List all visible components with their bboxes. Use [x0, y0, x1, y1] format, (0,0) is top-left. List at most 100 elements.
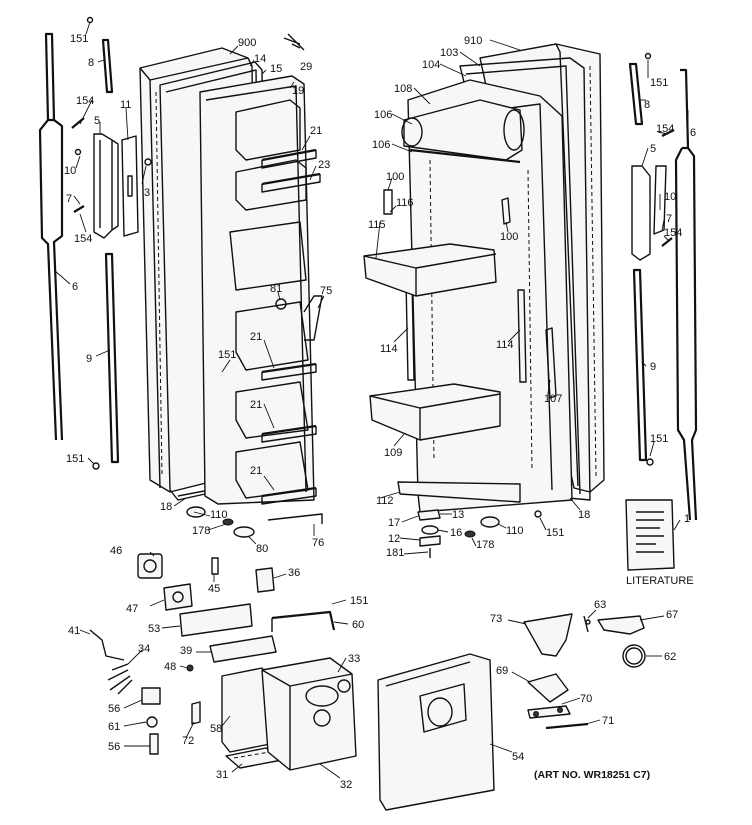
label-56: 56 [108, 741, 120, 753]
label-12: 12 [388, 533, 400, 545]
label-151: 151 [218, 349, 236, 361]
label-109: 109 [384, 447, 402, 459]
literature-booklet [625, 499, 675, 571]
label-75: 75 [320, 285, 332, 297]
label-100: 100 [500, 231, 518, 243]
label-10: 10 [664, 191, 676, 203]
label-21: 21 [250, 465, 262, 477]
label-21: 21 [310, 125, 322, 137]
label-81: 81 [270, 283, 282, 295]
label-115: 115 [368, 219, 386, 231]
label-110: 110 [506, 525, 524, 537]
label-45: 45 [208, 583, 220, 595]
label-151: 151 [546, 527, 564, 539]
label-112: 112 [376, 495, 394, 507]
label-3: 3 [144, 187, 150, 199]
label-7: 7 [66, 193, 72, 205]
label-151: 151 [66, 453, 84, 465]
label-151: 151 [350, 595, 368, 607]
label-14: 14 [254, 53, 266, 65]
label-54: 54 [512, 751, 524, 763]
label-16: 16 [450, 527, 462, 539]
label-116: 116 [396, 197, 414, 209]
label-18: 18 [578, 509, 590, 521]
label-69: 69 [496, 665, 508, 677]
label-110: 110 [210, 509, 228, 521]
label-108: 108 [394, 83, 412, 95]
label-41: 41 [68, 625, 80, 637]
art-number: (ART NO. WR18251 C7) [534, 769, 650, 781]
label-19: 19 [292, 85, 304, 97]
label-48: 48 [164, 661, 176, 673]
label-10: 10 [64, 165, 76, 177]
label-61: 61 [108, 721, 120, 733]
label-32: 32 [340, 779, 352, 791]
label-21: 21 [250, 399, 262, 411]
label-181: 181 [386, 547, 404, 559]
label-18: 18 [160, 501, 172, 513]
freezer-door-assembly [139, 33, 323, 538]
leader-lines [53, 21, 689, 779]
label-33: 33 [348, 653, 360, 665]
dispenser-mechanism-parts [523, 613, 646, 730]
label-1: 1 [684, 513, 690, 525]
label-5: 5 [650, 143, 656, 155]
label-106: 106 [372, 139, 390, 151]
label-8: 8 [88, 57, 94, 69]
label-154: 154 [76, 95, 94, 107]
label-9: 9 [86, 353, 92, 365]
label-106: 106 [374, 109, 392, 121]
label-151: 151 [650, 77, 668, 89]
label-9: 9 [650, 361, 656, 373]
label-72: 72 [182, 735, 194, 747]
label-53: 53 [148, 623, 160, 635]
label-151: 151 [650, 433, 668, 445]
dispenser-parts [89, 553, 357, 771]
label-60: 60 [352, 619, 364, 631]
label-5: 5 [94, 115, 100, 127]
label-104: 104 [422, 59, 440, 71]
dispenser-cover [377, 653, 495, 811]
freezer-door-trim-parts [38, 16, 152, 470]
label-47: 47 [126, 603, 138, 615]
label-114: 114 [380, 343, 398, 355]
label-46: 46 [110, 545, 122, 557]
label-900: 900 [238, 37, 256, 49]
label-31: 31 [216, 769, 228, 781]
label-154: 154 [664, 227, 682, 239]
label-71: 71 [602, 715, 614, 727]
label-178: 178 [192, 525, 210, 537]
label-34: 34 [138, 643, 150, 655]
label-29: 29 [300, 61, 312, 73]
label-67: 67 [666, 609, 678, 621]
label-63: 63 [594, 599, 606, 611]
label-23: 23 [318, 159, 330, 171]
label-73: 73 [490, 613, 502, 625]
label-62: 62 [664, 651, 676, 663]
label-58: 58 [210, 723, 222, 735]
label-15: 15 [270, 63, 282, 75]
label-17: 17 [388, 517, 400, 529]
label-151: 151 [70, 33, 88, 45]
label-178: 178 [476, 539, 494, 551]
label-114: 114 [496, 339, 514, 351]
label-76: 76 [312, 537, 324, 549]
label-70: 70 [580, 693, 592, 705]
label-103: 103 [440, 47, 458, 59]
label-100: 100 [386, 171, 404, 183]
label-107: 107 [544, 393, 562, 405]
callout-labels: 151 8 154 5 11 10 3 7 154 6 9 151 900 14… [64, 33, 696, 791]
label-39: 39 [180, 645, 192, 657]
label-13: 13 [452, 509, 464, 521]
label-154: 154 [656, 123, 674, 135]
label-80: 80 [256, 543, 268, 555]
label-56: 56 [108, 703, 120, 715]
label-8: 8 [644, 99, 650, 111]
label-11: 11 [120, 99, 131, 111]
label-7: 7 [666, 213, 672, 225]
literature-caption: LITERATURE [626, 575, 694, 587]
fresh-food-door-assembly [363, 43, 605, 558]
label-21: 21 [250, 331, 262, 343]
label-6: 6 [72, 281, 78, 293]
